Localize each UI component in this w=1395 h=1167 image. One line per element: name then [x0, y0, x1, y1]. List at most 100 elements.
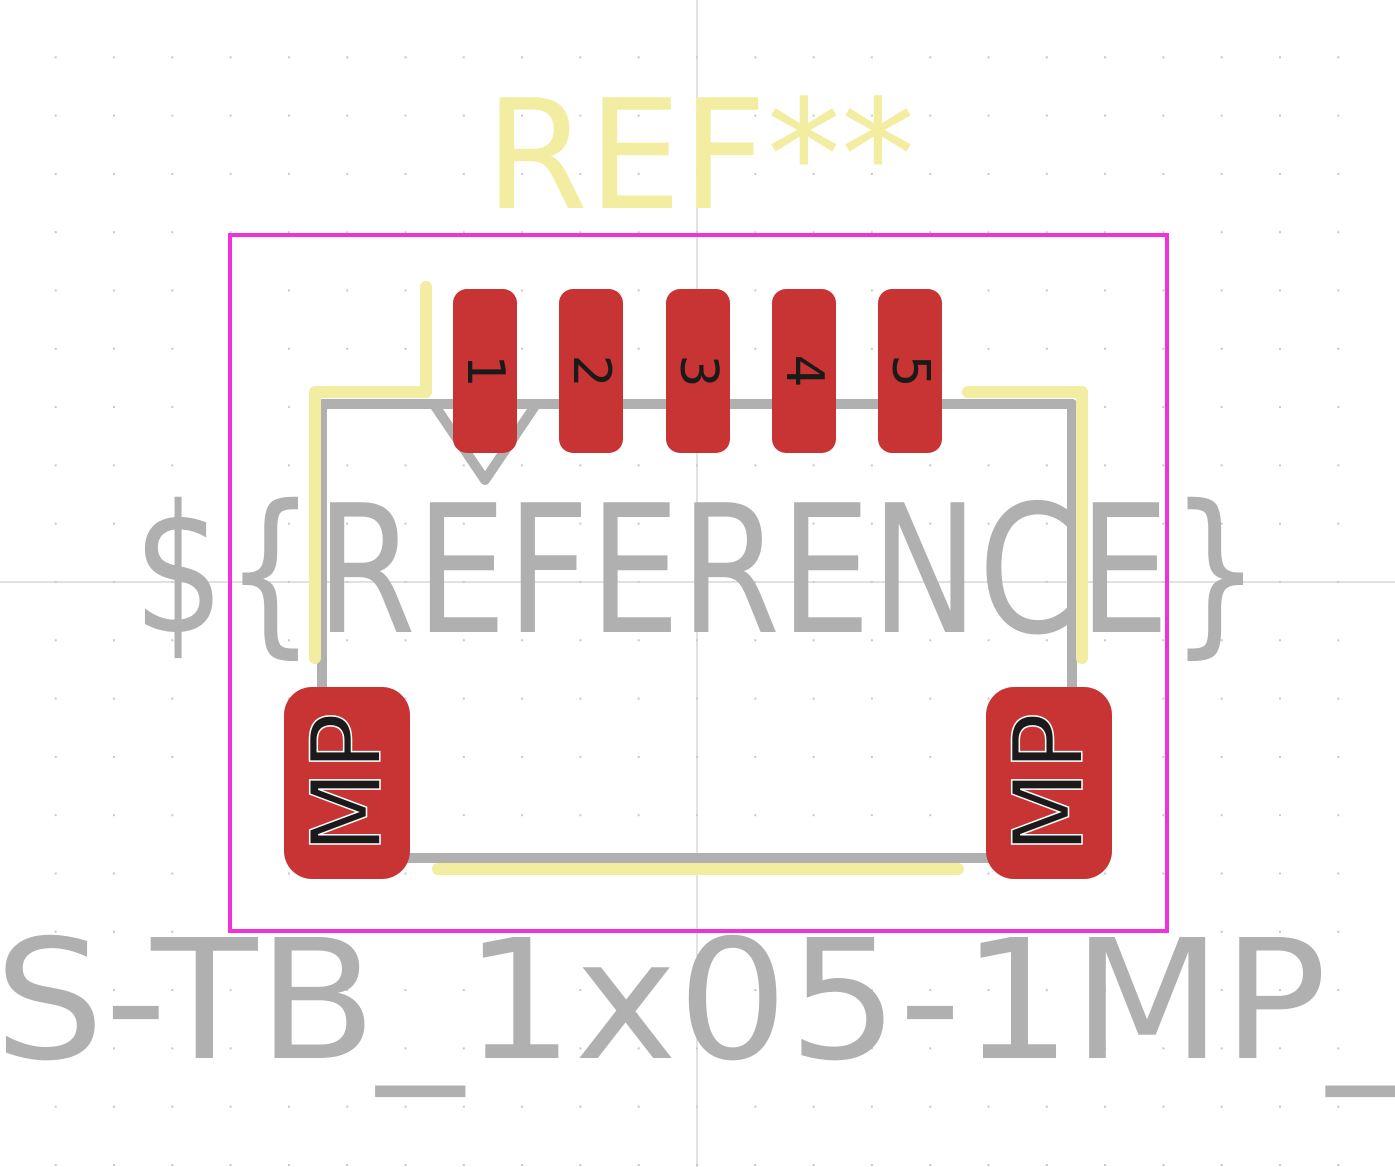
grid-dot — [462, 639, 465, 642]
grid-dot — [1104, 522, 1107, 525]
mounting-pad-right[interactable]: MP — [986, 687, 1112, 879]
fab-reference-text[interactable]: ${REFERENCE} — [133, 467, 1261, 674]
grid-dot — [1220, 814, 1223, 817]
grid-dot — [1337, 1047, 1340, 1050]
ref-designator-text[interactable]: REF** — [485, 67, 915, 244]
grid-dot — [579, 1164, 582, 1166]
grid-dot — [1337, 814, 1340, 817]
grid-dot — [346, 522, 349, 525]
grid-dot — [1220, 231, 1223, 234]
grid-dot — [754, 172, 757, 175]
grid-dot — [521, 114, 524, 117]
grid-dot — [1279, 814, 1281, 817]
pad-number: 3 — [668, 354, 728, 387]
grid-dot — [521, 289, 524, 292]
grid-dot — [521, 814, 524, 817]
grid-dot — [754, 1164, 757, 1166]
grid-dot — [404, 289, 407, 292]
grid-dot — [812, 114, 815, 117]
grid-dot — [1045, 1105, 1048, 1108]
pad-2[interactable]: 2 — [559, 289, 623, 453]
grid-dot — [1337, 1164, 1340, 1166]
grid-dot — [929, 522, 932, 525]
grid-dot — [1045, 1164, 1048, 1166]
grid-dot — [404, 56, 407, 59]
grid-dot — [1104, 231, 1107, 234]
grid-dot — [870, 697, 873, 700]
grid-dot — [929, 1164, 932, 1166]
grid-dot — [1279, 347, 1281, 350]
grid-dot — [54, 872, 57, 875]
grid-dot — [1279, 56, 1281, 59]
grid-dot — [1220, 56, 1223, 59]
grid-dot — [462, 114, 465, 117]
grid-dot — [54, 231, 57, 234]
grid-dot — [1162, 639, 1165, 642]
grid-dot — [987, 697, 990, 700]
grid-dot — [462, 989, 465, 992]
grid-dot — [346, 1047, 349, 1050]
grid-dot — [287, 522, 290, 525]
grid-dot — [1162, 1164, 1165, 1166]
grid-dot — [54, 697, 57, 700]
grid-dot — [229, 231, 232, 234]
grid-dot — [54, 1105, 57, 1108]
grid-dot — [113, 697, 115, 700]
grid-dot — [637, 231, 640, 234]
grid-dot — [171, 1164, 174, 1166]
grid-dot — [1045, 989, 1048, 992]
grid-dot — [287, 464, 290, 467]
grid-dot — [754, 697, 757, 700]
grid-dot — [1337, 930, 1340, 933]
grid-dot — [1162, 289, 1165, 292]
grid-dot — [1337, 697, 1340, 700]
footprint-value-text[interactable]: S-TB_1x05-1MP_ — [0, 905, 1395, 1098]
grid-dot — [1279, 930, 1281, 933]
grid-dot — [1162, 755, 1165, 758]
grid-dot — [579, 522, 582, 525]
grid-dot — [929, 56, 932, 59]
grid-dot — [54, 56, 57, 59]
pad-3[interactable]: 3 — [666, 289, 730, 453]
grid-dot — [1045, 639, 1048, 642]
grid-dot — [171, 114, 174, 117]
grid-dot — [812, 814, 815, 817]
mounting-pad-left[interactable]: MP — [284, 687, 410, 879]
grid-dot — [1104, 289, 1107, 292]
grid-dot — [404, 464, 407, 467]
grid-dot — [462, 1047, 465, 1050]
grid-dot — [404, 1047, 407, 1050]
grid-dot — [462, 1164, 465, 1166]
grid-dot — [54, 755, 57, 758]
grid-dot — [1162, 464, 1165, 467]
grid-dot — [113, 1047, 115, 1050]
grid-dot — [1162, 814, 1165, 817]
grid-dot — [54, 406, 57, 409]
grid-dot — [1337, 347, 1340, 350]
grid-dot — [404, 1164, 407, 1166]
grid-dot — [870, 464, 873, 467]
grid-dot — [754, 114, 757, 117]
grid-dot — [521, 464, 524, 467]
grid-dot — [1220, 930, 1223, 933]
grid-dot — [113, 406, 115, 409]
grid-dot — [754, 231, 757, 234]
pad-number: 2 — [561, 354, 621, 387]
grid-dot — [870, 989, 873, 992]
pad-4[interactable]: 4 — [772, 289, 836, 453]
grid-dot — [812, 56, 815, 59]
pad-5[interactable]: 5 — [878, 289, 942, 453]
grid-dot — [462, 814, 465, 817]
pad-number: 1 — [455, 354, 515, 387]
grid-dot — [171, 1105, 174, 1108]
grid-dot — [54, 639, 57, 642]
grid-dot — [1220, 522, 1223, 525]
grid-dot — [113, 114, 115, 117]
grid-dot — [870, 231, 873, 234]
grid-dot — [1337, 872, 1340, 875]
pad-1[interactable]: 1 — [453, 289, 517, 453]
grid-dot — [1104, 872, 1107, 875]
grid-dot — [637, 347, 640, 350]
courtyard-outline — [228, 233, 1169, 933]
